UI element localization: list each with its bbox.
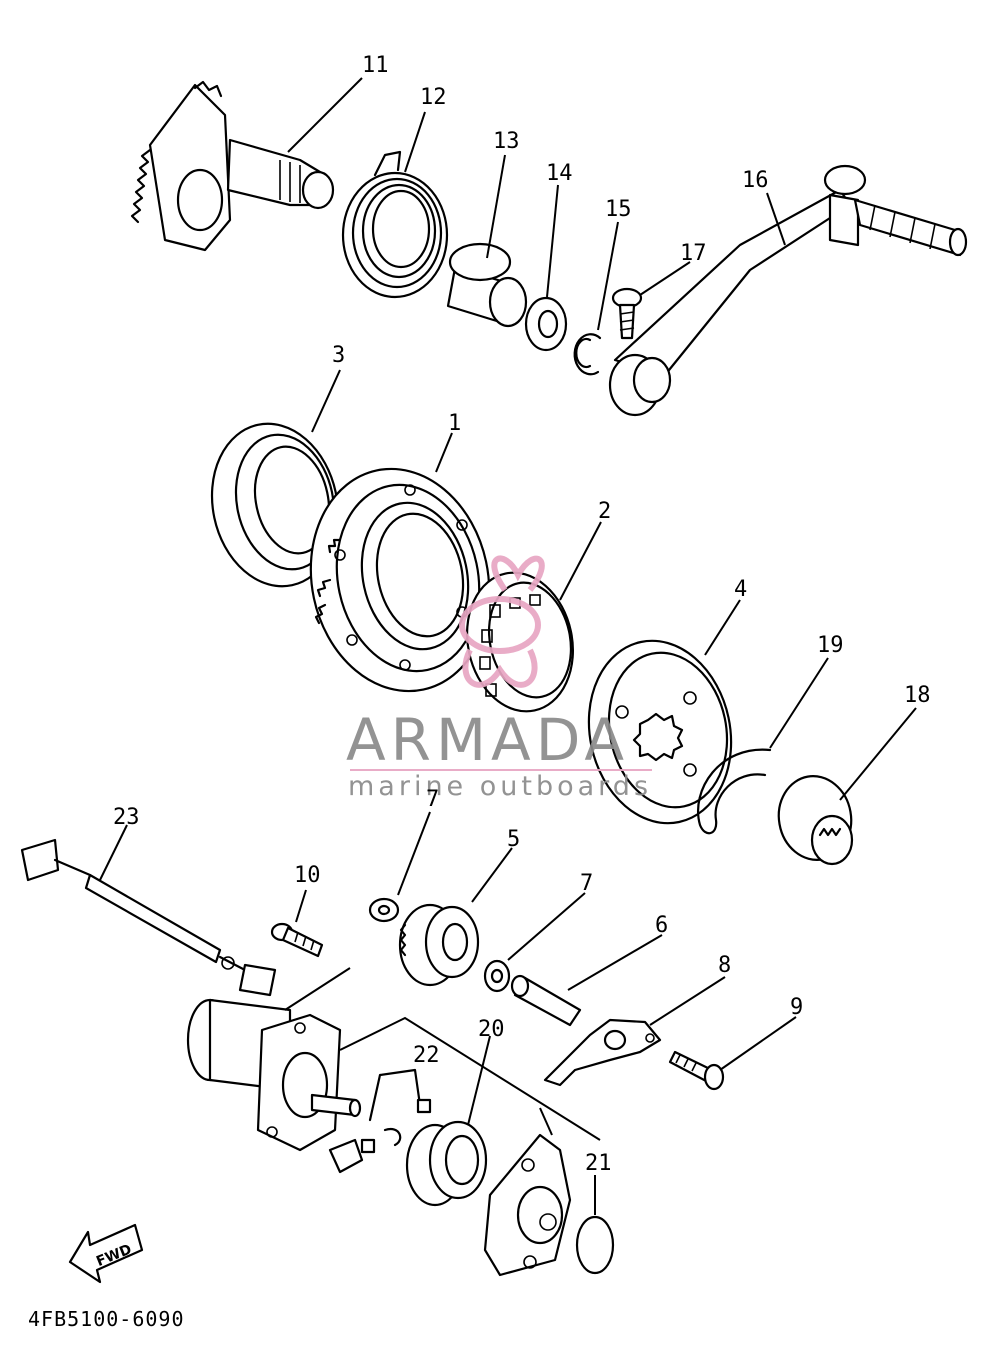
watermark-logo-icon (459, 555, 545, 688)
part-3-seal (210, 422, 340, 588)
callout-7-upper: 7 (426, 787, 439, 812)
callout-13: 13 (493, 129, 520, 154)
callout-2: 2 (598, 499, 611, 524)
part-7-washer-lower (483, 959, 511, 993)
watermark-brand: ARMADA (346, 706, 629, 774)
part-16-kick-crank (608, 164, 968, 417)
part-11-kick-axle (130, 80, 335, 252)
part-22-brush-set (328, 1068, 432, 1174)
callout-16: 16 (742, 168, 769, 193)
callout-10: 10 (294, 863, 321, 888)
callout-8: 8 (718, 953, 731, 978)
callouts: 11 12 13 14 15 16 17 3 1 2 4 19 18 7 5 7… (113, 53, 931, 1176)
part-18-driven-gear (777, 775, 854, 866)
part-21-o-ring (575, 1215, 615, 1275)
callout-12: 12 (420, 85, 447, 110)
part-12-torsion-spring (341, 150, 449, 299)
part-15-circlip (573, 333, 602, 376)
callout-4: 4 (734, 577, 747, 602)
callout-1: 1 (448, 411, 461, 436)
callout-7-lower: 7 (580, 871, 593, 896)
callout-23: 23 (113, 805, 140, 830)
starter-cover (483, 1133, 572, 1277)
part-17-bolt (611, 287, 643, 340)
callout-6: 6 (655, 913, 668, 938)
part-14-washer (524, 296, 568, 352)
part-4-starter-clutch (587, 639, 733, 825)
leader-lines (99, 77, 917, 1215)
watermark-tagline: marine outboards (348, 771, 652, 802)
callout-15: 15 (605, 197, 632, 222)
part-19-clip (697, 748, 772, 835)
callout-21: 21 (585, 1151, 612, 1176)
callout-19: 19 (817, 633, 844, 658)
part-code: 4FB5100-6090 (28, 1307, 185, 1331)
part-20-oil-seal (405, 1120, 488, 1207)
starter-motor (186, 998, 362, 1152)
part-23-lead-wire (20, 838, 277, 997)
callout-9: 9 (790, 995, 803, 1020)
callout-18: 18 (904, 683, 931, 708)
callout-3: 3 (332, 343, 345, 368)
part-5-idle-gear (398, 903, 480, 987)
part-9-screw (668, 1050, 725, 1091)
fwd-arrow-icon: FWD (68, 1223, 144, 1284)
callout-17: 17 (680, 241, 707, 266)
callout-20: 20 (478, 1017, 505, 1042)
assembly-guides (284, 967, 601, 1141)
watermark: ARMADA marine outboards (346, 555, 652, 802)
part-6-shaft (510, 974, 582, 1027)
part-8-plate (543, 1018, 662, 1087)
callout-22: 22 (413, 1043, 440, 1068)
part-7-washer-upper (368, 897, 400, 923)
callout-11: 11 (362, 53, 389, 78)
callout-5: 5 (507, 827, 520, 852)
part-10-bolt (270, 922, 324, 958)
part-13-collar (446, 242, 528, 328)
callout-14: 14 (546, 161, 573, 186)
